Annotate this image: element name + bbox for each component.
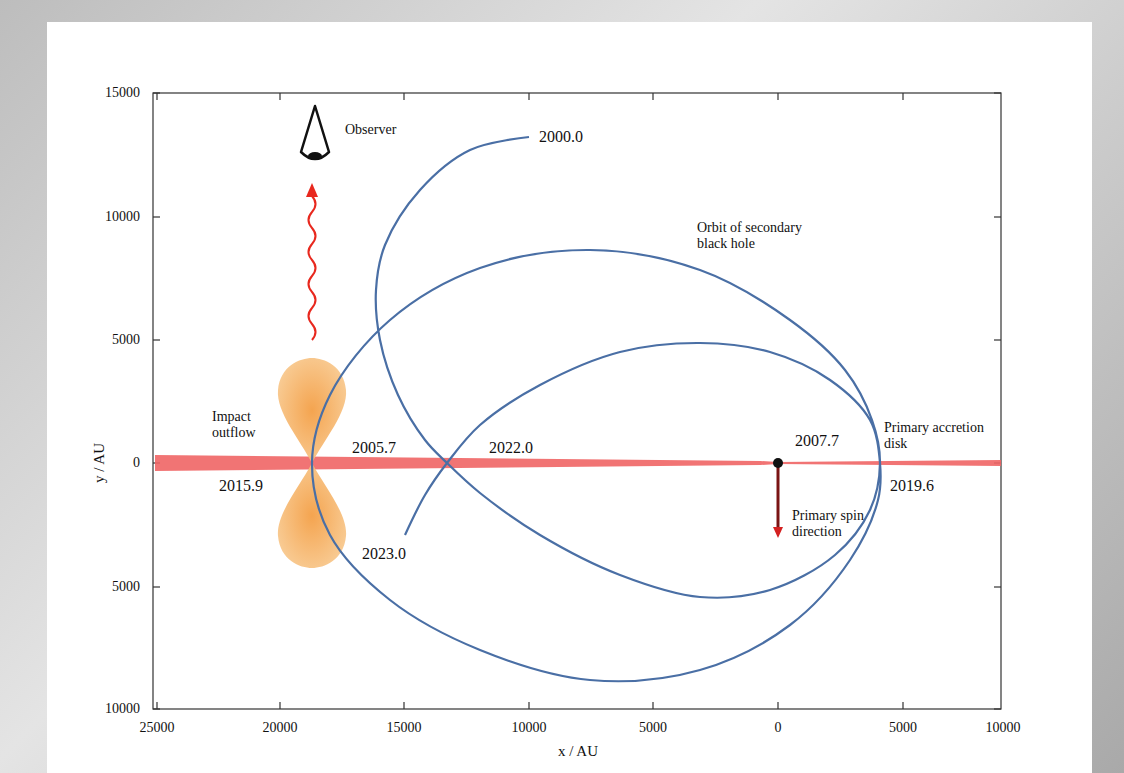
axis-ticks (153, 93, 1001, 709)
callout-label: Observer (345, 122, 396, 138)
tick-label: 5000 (112, 579, 140, 595)
date-label: 2023.0 (360, 545, 408, 563)
primary-black-hole (773, 458, 783, 468)
tick-mark (777, 93, 778, 100)
tick-mark (153, 586, 160, 587)
tick-label: 10000 (512, 720, 547, 736)
date-label: 2007.7 (793, 432, 841, 450)
accretion-disk (155, 455, 1001, 471)
tick-label: 15000 (387, 720, 422, 736)
spin-arrowhead (773, 527, 783, 538)
axis-title: x / AU (558, 743, 598, 760)
tick-label: 5000 (112, 332, 140, 348)
tick-mark (153, 339, 160, 340)
tick-mark (652, 93, 653, 100)
date-label: 2022.0 (487, 439, 535, 457)
tick-mark (528, 702, 529, 709)
tick-mark (156, 93, 157, 100)
tick-mark (994, 339, 1001, 340)
tick-mark (156, 702, 157, 709)
tick-label: 25000 (140, 720, 175, 736)
tick-label: 20000 (263, 720, 298, 736)
tick-mark (652, 702, 653, 709)
date-label: 2019.6 (888, 477, 936, 495)
tick-mark (153, 216, 160, 217)
orbit-group (312, 137, 881, 681)
tick-mark (777, 702, 778, 709)
date-label: 2005.7 (350, 439, 398, 457)
wave-arrowhead (306, 183, 318, 197)
orbit-path (312, 137, 881, 681)
tick-label: 0 (133, 455, 140, 471)
callout-label: Primary accretion disk (884, 420, 1004, 452)
plot-frame (153, 93, 1001, 709)
tick-mark (403, 702, 404, 709)
tick-label: 10000 (986, 720, 1021, 736)
observer-eye (301, 106, 329, 159)
tick-label: 5000 (639, 720, 667, 736)
tick-label: 10000 (105, 209, 140, 225)
tick-mark (994, 586, 1001, 587)
tick-mark (994, 708, 1001, 709)
tick-label: 15000 (105, 85, 140, 101)
tick-label: 0 (775, 720, 782, 736)
tick-mark (528, 93, 529, 100)
tick-mark (994, 92, 1001, 93)
callout-label: Orbit of secondary black hole (697, 220, 832, 252)
eye-pupil (308, 152, 322, 160)
light-wave (309, 196, 316, 340)
spin-arrow (777, 463, 780, 528)
axis-title: y / AU (91, 443, 108, 483)
callout-label: Primary spin direction (792, 508, 887, 540)
date-label: 2015.9 (217, 477, 265, 495)
tick-label: 5000 (889, 720, 917, 736)
callout-label: Impact outflow (212, 409, 272, 441)
tick-mark (902, 93, 903, 100)
date-label: 2000.0 (537, 128, 585, 146)
tick-mark (994, 216, 1001, 217)
tick-mark (403, 93, 404, 100)
tick-mark (279, 93, 280, 100)
tick-label: 10000 (105, 701, 140, 717)
tick-mark (279, 702, 280, 709)
tick-mark (902, 702, 903, 709)
